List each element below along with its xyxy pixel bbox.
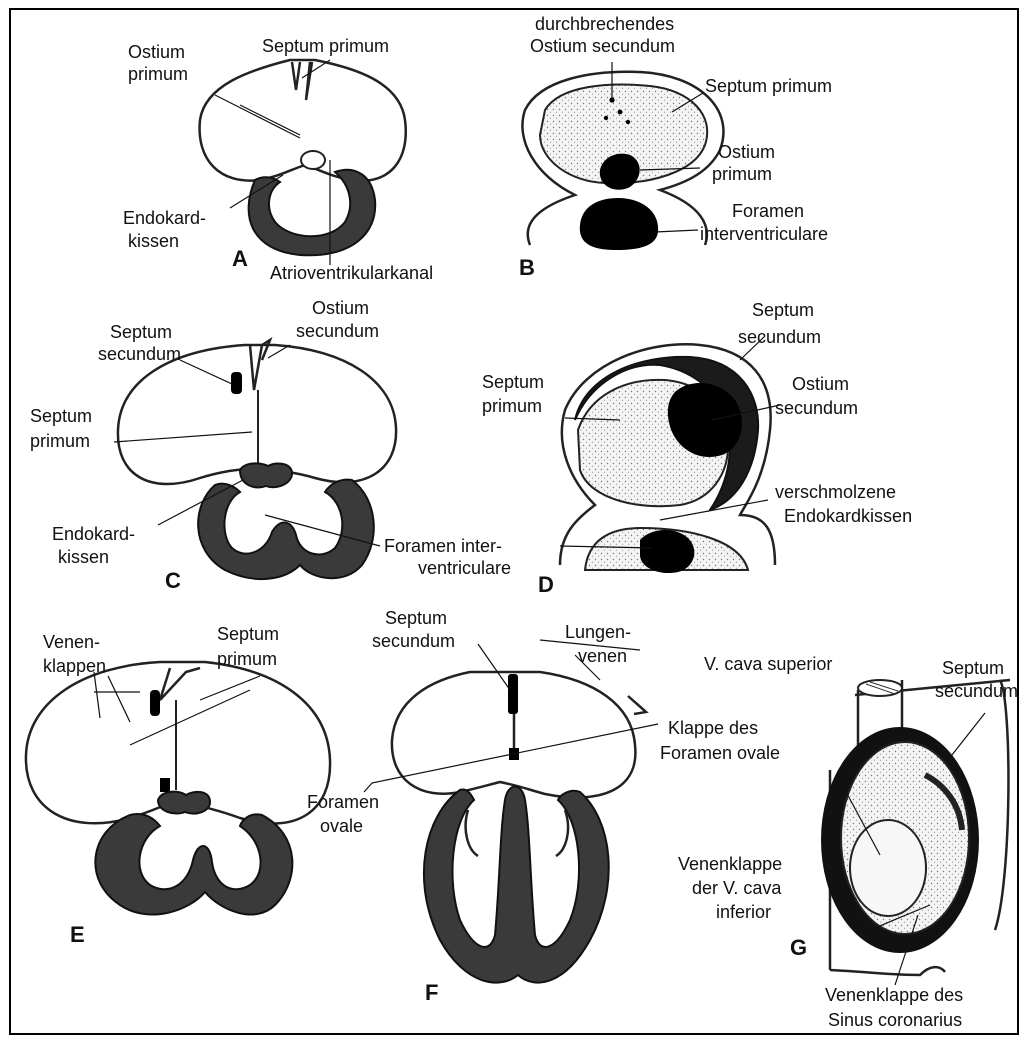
panel-c-letter: C [165, 568, 181, 593]
panel-a-ventricle-wall [249, 170, 376, 255]
panel-b-ostium-primum-line1: Ostium [718, 142, 775, 162]
panel-g-foramen-ovale [850, 820, 926, 916]
panel-e-cushion [158, 792, 210, 814]
panel-g-vci-line2: der V. cava [692, 878, 782, 898]
panel-f-foramen-ovale-line2: ovale [320, 816, 363, 836]
panel-g: V. cava superior Septum secundum Venenkl… [678, 654, 1018, 1030]
panel-c-cushion [240, 463, 292, 487]
panel-f-septum-secundum-line1: Septum [385, 608, 447, 628]
panel-a-ostium-leaders [215, 95, 300, 138]
panel-d-septum-primum-line2: primum [482, 396, 542, 416]
panel-e: Venen- klappen Septum primum E [26, 624, 330, 947]
panel-c-septum-secundum [231, 372, 242, 394]
panel-g-septum-sec-leader [948, 713, 985, 760]
panel-c-septum-sec-leader [180, 360, 232, 384]
panel-d-verschmolzene-line2: Endokardkissen [784, 506, 912, 526]
panel-a-septum-leader [302, 60, 330, 78]
panel-g-letter: G [790, 935, 807, 960]
panel-c-septum-primum-line1: Septum [30, 406, 92, 426]
panel-d-ostium-secundum-line2: secundum [775, 398, 858, 418]
panel-c: Ostium secundum Septum secundum Septum p… [30, 298, 511, 593]
panel-c-septum-primum-line2: primum [30, 431, 90, 451]
panel-f-septum-secundum-line2: secundum [372, 631, 455, 651]
panel-c-ostium-secundum-line2: secundum [296, 321, 379, 341]
panel-g-vcava-sup-label: V. cava superior [704, 654, 832, 674]
panel-b-perforation [604, 116, 608, 120]
panel-d-septum-primum-line1: Septum [482, 372, 544, 392]
panel-f-klappe-line2: Foramen ovale [660, 743, 780, 763]
panel-f-foramen-ovale-line1: Foramen [307, 792, 379, 812]
panel-e-septum-secundum [150, 690, 160, 716]
panel-e-venenklappen-line1: Venen- [43, 632, 100, 652]
panel-d: Septum secundum Septum primum Ostium sec… [482, 300, 912, 597]
panel-c-septum-secundum-line1: Septum [110, 322, 172, 342]
panel-c-septum-primum-leader [114, 432, 252, 442]
panel-f-foramen-leader [364, 783, 372, 792]
panel-c-septum-secundum-line2: secundum [98, 344, 181, 364]
panel-d-verschmolzene-line1: verschmolzene [775, 482, 896, 502]
panel-b-foramen-leader [655, 230, 698, 232]
panel-c-endokard-line1: Endokard- [52, 524, 135, 544]
panel-a-septum-primum-shape [292, 62, 312, 100]
panel-g-vci-line1: Venenklappe [678, 854, 782, 874]
panel-f-septum-secundum [508, 674, 518, 714]
panel-e-venenklappen-line2: klappen [43, 656, 106, 676]
panel-d-letter: D [538, 572, 554, 597]
panel-a-endokard-line1: Endokard- [123, 208, 206, 228]
panel-b-foramen-line2: interventriculare [700, 224, 828, 244]
panel-d-ostium-secundum-line1: Ostium [792, 374, 849, 394]
panel-e-septum-primum-line2: primum [217, 649, 277, 669]
panel-e-septum-leaders [130, 676, 260, 745]
panel-c-ostium-sec-leader [268, 345, 290, 358]
panel-f-lungenvenen-entry [628, 696, 646, 714]
panel-a-septum-primum-label: Septum primum [262, 36, 389, 56]
panel-c-foramen-line2: ventriculare [418, 558, 511, 578]
panel-b: durchbrechendes Ostium secundum Septum p… [519, 14, 832, 280]
panel-f-lungenvenen-line2: venen [578, 646, 627, 666]
panel-b-durch-line1: durchbrechendes [535, 14, 674, 34]
panel-c-ostium-secundum-line1: Ostium [312, 298, 369, 318]
panel-g-sinus-line2: Sinus coronarius [828, 1010, 962, 1030]
panel-c-endokard-line2: kissen [58, 547, 109, 567]
panel-f-lungenvenen-line1: Lungen- [565, 622, 631, 642]
panel-a-av-kanal-label: Atrioventrikularkanal [270, 263, 433, 283]
panel-g-septum-secundum-line1: Septum [942, 658, 1004, 678]
panel-e-venenklappen-leaders [94, 672, 140, 722]
panel-d-septum-secundum-line1: Septum [752, 300, 814, 320]
panel-b-ostium-primum-line2: primum [712, 164, 772, 184]
panel-a-letter: A [232, 246, 248, 271]
panel-a-ostium-primum-line1: Ostium [128, 42, 185, 62]
panel-f-klappe-line1: Klappe des [668, 718, 758, 738]
panel-a-cushion [301, 151, 325, 169]
panel-a: Ostium primum Septum primum Endokard- ki… [123, 36, 433, 283]
panel-f-ventricle-wall [424, 787, 609, 983]
panel-f-septum-sec-leader [478, 644, 510, 690]
panel-b-foramen-hole [580, 198, 658, 250]
panel-a-ostium-primum-line2: primum [128, 64, 188, 84]
panel-b-durch-line2: Ostium secundum [530, 36, 675, 56]
panel-g-septum-secundum-line2: secundum [935, 681, 1018, 701]
panel-e-letter: E [70, 922, 85, 947]
panel-g-vcava-opening [858, 680, 902, 696]
panel-e-septum-stub [160, 778, 170, 792]
panel-d-septum-secundum-line2: secundum [738, 327, 821, 347]
panel-b-foramen-line1: Foramen [732, 201, 804, 221]
panel-e-septum-primum-line1: Septum [217, 624, 279, 644]
panel-b-letter: B [519, 255, 535, 280]
panel-a-endokard-line2: kissen [128, 231, 179, 251]
panel-c-ventricle-wall [198, 480, 374, 579]
panel-g-vci-line3: inferior [716, 902, 771, 922]
panel-c-foramen-line1: Foramen inter- [384, 536, 502, 556]
panel-b-septum-primum-label: Septum primum [705, 76, 832, 96]
panel-g-sinus-line1: Venenklappe des [825, 985, 963, 1005]
panel-f-letter: F [425, 980, 438, 1005]
panel-b-perforation [618, 110, 623, 115]
panel-b-perforation [626, 120, 630, 124]
panel-e-ventricle-wall [95, 814, 292, 914]
panel-e-septum-fold [160, 668, 200, 700]
panel-c-septum-fold [250, 340, 270, 390]
